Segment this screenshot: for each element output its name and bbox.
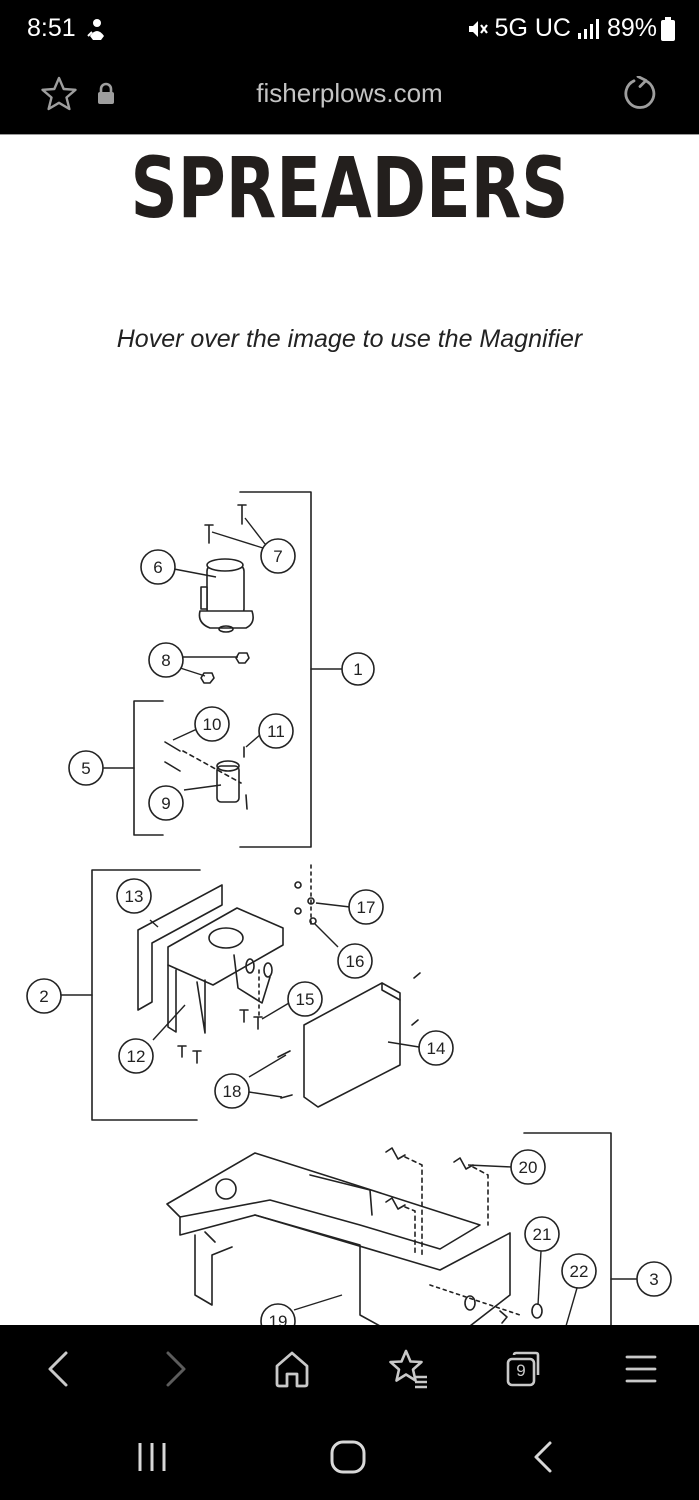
browser-bottom-nav: 9 bbox=[0, 1325, 699, 1415]
magnifier-hint: Hover over the image to use the Magnifie… bbox=[116, 325, 583, 353]
back-icon[interactable] bbox=[40, 1347, 76, 1391]
parts-diagram[interactable]: 1 2 3 5 6 7 8 9 10 11 12 13 14 15 16 17 … bbox=[0, 475, 699, 1325]
callout-16: 16 bbox=[346, 952, 365, 971]
tabs-button[interactable]: 9 bbox=[504, 1347, 544, 1391]
home-button-icon[interactable] bbox=[328, 1439, 368, 1475]
battery-icon bbox=[661, 16, 675, 41]
reload-icon[interactable] bbox=[622, 76, 658, 112]
callout-15: 15 bbox=[296, 990, 315, 1009]
callout-22: 22 bbox=[570, 1262, 589, 1281]
callout-21: 21 bbox=[533, 1225, 552, 1244]
url-bar: fisherplows.com bbox=[0, 58, 699, 134]
mute-vibrate-icon bbox=[468, 20, 488, 37]
home-icon[interactable] bbox=[272, 1347, 312, 1391]
callout-10: 10 bbox=[203, 715, 222, 734]
callout-12: 12 bbox=[127, 1047, 146, 1066]
callout-13: 13 bbox=[125, 887, 144, 906]
status-time: 8:51 bbox=[27, 14, 76, 42]
callout-17: 17 bbox=[357, 898, 376, 917]
status-indicators: 5G UC 89% bbox=[465, 14, 675, 43]
callout-8: 8 bbox=[161, 651, 170, 670]
callout-11: 11 bbox=[267, 722, 285, 741]
signal-icon bbox=[577, 18, 599, 39]
bookmarks-icon[interactable] bbox=[387, 1347, 429, 1391]
callout-7: 7 bbox=[273, 547, 282, 566]
callout-5: 5 bbox=[81, 759, 90, 778]
status-bar: 8:51 5G UC 89% bbox=[0, 0, 699, 58]
callout-1: 1 bbox=[353, 660, 362, 679]
bookmark-star-icon[interactable] bbox=[40, 76, 78, 112]
menu-icon[interactable] bbox=[624, 1347, 658, 1391]
recent-apps-icon[interactable] bbox=[134, 1439, 170, 1475]
notification-icon bbox=[87, 19, 104, 40]
callout-20: 20 bbox=[519, 1158, 538, 1177]
lock-icon bbox=[98, 82, 114, 104]
system-back-icon[interactable] bbox=[528, 1439, 558, 1475]
network-type: 5G UC bbox=[494, 14, 571, 42]
battery-percent: 89% bbox=[606, 14, 657, 42]
tabs-count: 9 bbox=[516, 1361, 526, 1380]
callout-9: 9 bbox=[161, 794, 170, 813]
forward-icon[interactable] bbox=[158, 1347, 194, 1391]
system-nav-bar bbox=[0, 1415, 699, 1500]
callout-19: 19 bbox=[269, 1312, 288, 1325]
callout-14: 14 bbox=[427, 1039, 446, 1058]
page-title: SPREADERS bbox=[130, 139, 569, 237]
callout-6: 6 bbox=[153, 558, 162, 577]
web-page: SPREADERS Hover over the image to use th… bbox=[0, 134, 699, 1325]
url-text[interactable]: fisherplows.com bbox=[256, 78, 443, 108]
callout-2: 2 bbox=[39, 987, 48, 1006]
tabs-icon bbox=[506, 1351, 540, 1387]
callout-3: 3 bbox=[649, 1270, 658, 1289]
callout-18: 18 bbox=[223, 1082, 242, 1101]
